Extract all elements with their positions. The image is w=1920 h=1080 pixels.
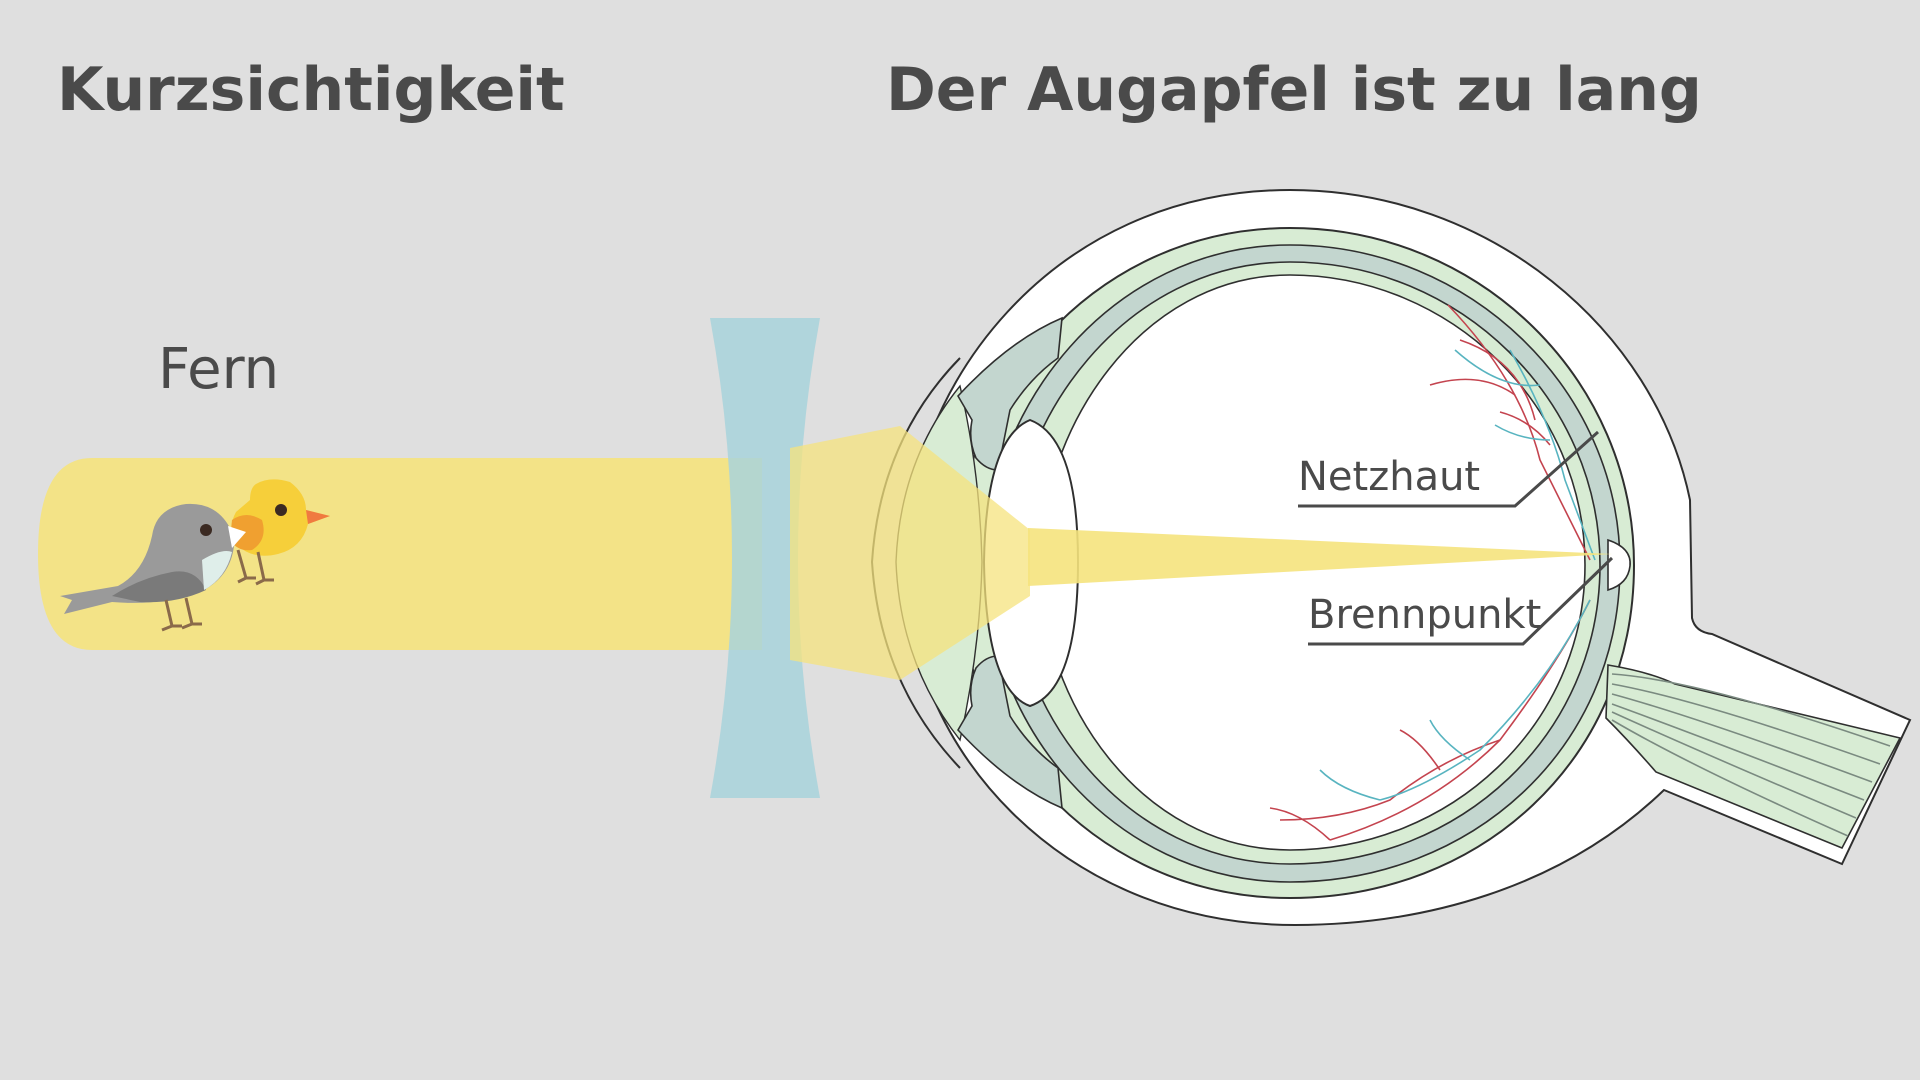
diagram-title-left: Kurzsichtigkeit: [57, 55, 565, 125]
optic-nerve-fibers: [1611, 673, 1891, 837]
label-focal-point: Brennpunkt: [1308, 592, 1541, 638]
label-far: Fern: [158, 337, 279, 402]
concave-lens: [710, 318, 820, 798]
blood-vessels-bottom: [1269, 599, 1591, 841]
leader-line-focal-point: [1308, 556, 1614, 646]
diagram-title-right: Der Augapfel ist zu lang: [886, 55, 1702, 125]
iris-upper: [957, 316, 1063, 471]
light-beam-diverged: [790, 426, 1030, 680]
light-beam-parallel: [38, 458, 762, 650]
bird-gray: [60, 503, 246, 632]
blood-vessels-top: [1429, 304, 1596, 561]
bird-yellow: [230, 479, 330, 586]
iris-lower: [957, 655, 1063, 810]
leader-line-retina: [1298, 430, 1599, 508]
optic-disc: [1607, 538, 1631, 592]
light-beam-converging: [1028, 528, 1612, 586]
label-retina: Netzhaut: [1298, 454, 1480, 500]
